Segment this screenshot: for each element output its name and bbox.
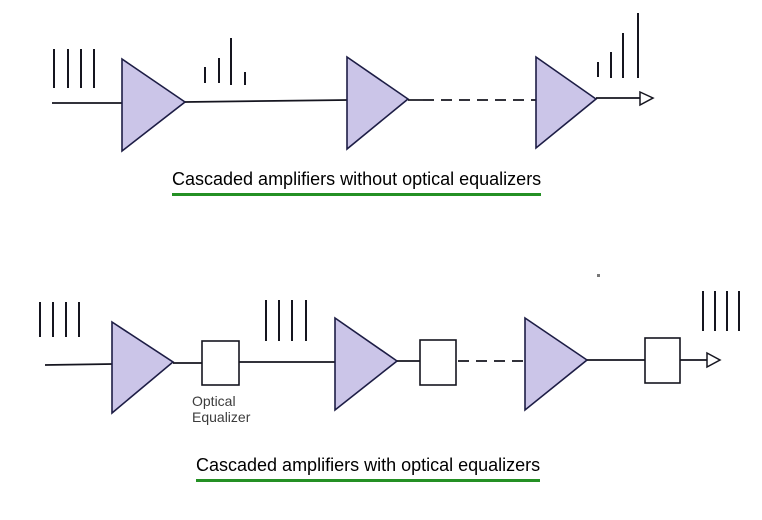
input-spectrum-bars (53, 49, 95, 88)
amplifier-triangle (121, 57, 187, 153)
bottom-diagram (39, 291, 740, 415)
optical-equalizer-label: Optical Equalizer (192, 393, 250, 425)
optical-equalizer-label-line2: Equalizer (192, 409, 251, 425)
after-amplifier-spectrum-bars (204, 38, 246, 85)
bottom-caption: Cascaded amplifiers with optical equaliz… (196, 455, 541, 482)
top-caption-text: Cascaded amplifiers without optical equa… (172, 169, 542, 196)
top-diagram (52, 13, 655, 153)
after-equalizer-spectrum-bars (265, 300, 307, 341)
optical-equalizer-label-line1: Optical (192, 393, 236, 409)
input-signal-line (44, 363, 114, 366)
amplifier-triangle (535, 55, 598, 150)
top-caption: Cascaded amplifiers without optical equa… (172, 169, 542, 196)
input-spectrum-bars (39, 302, 80, 337)
stray-mark (597, 274, 600, 277)
amplifier-triangle (334, 316, 399, 412)
optical-equalizer-box (201, 340, 240, 386)
output-spectrum-bars (702, 291, 740, 331)
arrow-head (706, 351, 722, 369)
arrow-head (639, 90, 655, 107)
output-spectrum-bars (597, 13, 639, 78)
signal-line (184, 99, 349, 103)
amplifier-triangle (111, 320, 175, 415)
amplifier-triangle (524, 316, 589, 412)
optical-equalizer-box (419, 339, 457, 386)
optical-equalizer-box (644, 337, 681, 384)
bottom-caption-text: Cascaded amplifiers with optical equaliz… (196, 455, 541, 482)
amplifier-triangle (346, 55, 410, 151)
